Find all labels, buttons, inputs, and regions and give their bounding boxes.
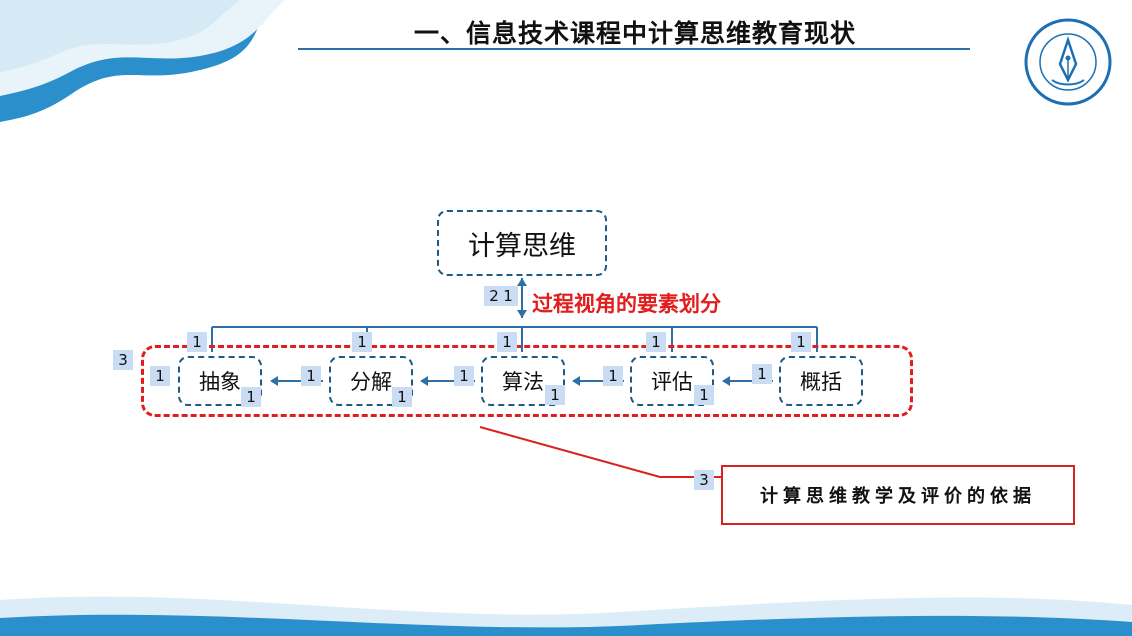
badge-bottom-2: 1 — [392, 387, 412, 407]
title-underline — [298, 48, 970, 50]
top-left-wave-mid — [0, 0, 240, 72]
process-label: 过程视角的要素划分 — [532, 292, 721, 316]
badge-basis: 3 — [694, 470, 714, 490]
badge-root-b: 1 — [498, 286, 518, 306]
badge-left-5: 1 — [752, 364, 772, 384]
badge-left-1: 1 — [150, 366, 170, 386]
slide-title: 一、信息技术课程中计算思维教育现状 — [413, 19, 856, 48]
element-node-generalization: 概括 — [779, 356, 863, 406]
badge-tick-5: 1 — [791, 332, 811, 352]
badge-tick-2: 1 — [352, 332, 372, 352]
badge-bottom-4: 1 — [694, 385, 714, 405]
bottom-wave-dark — [0, 614, 1132, 636]
badge-left-2: 1 — [301, 366, 321, 386]
badge-tick-4: 1 — [646, 332, 666, 352]
basis-callout-line — [479, 426, 721, 478]
badge-tick-1: 1 — [187, 332, 207, 352]
badge-tick-3: 1 — [497, 332, 517, 352]
badge-group: 3 — [113, 350, 133, 370]
root-node: 计算思维 — [437, 210, 607, 276]
elements-group — [141, 345, 913, 417]
university-logo — [1024, 18, 1112, 106]
basis-box: 计算思维教学及评价的依据 — [721, 465, 1075, 525]
badge-left-3: 1 — [454, 366, 474, 386]
root-connector-arrow-down — [517, 310, 527, 318]
root-connector-arrow-up — [517, 278, 527, 286]
badge-left-4: 1 — [603, 366, 623, 386]
badge-bottom-1: 1 — [241, 387, 261, 407]
badge-bottom-3: 1 — [545, 385, 565, 405]
